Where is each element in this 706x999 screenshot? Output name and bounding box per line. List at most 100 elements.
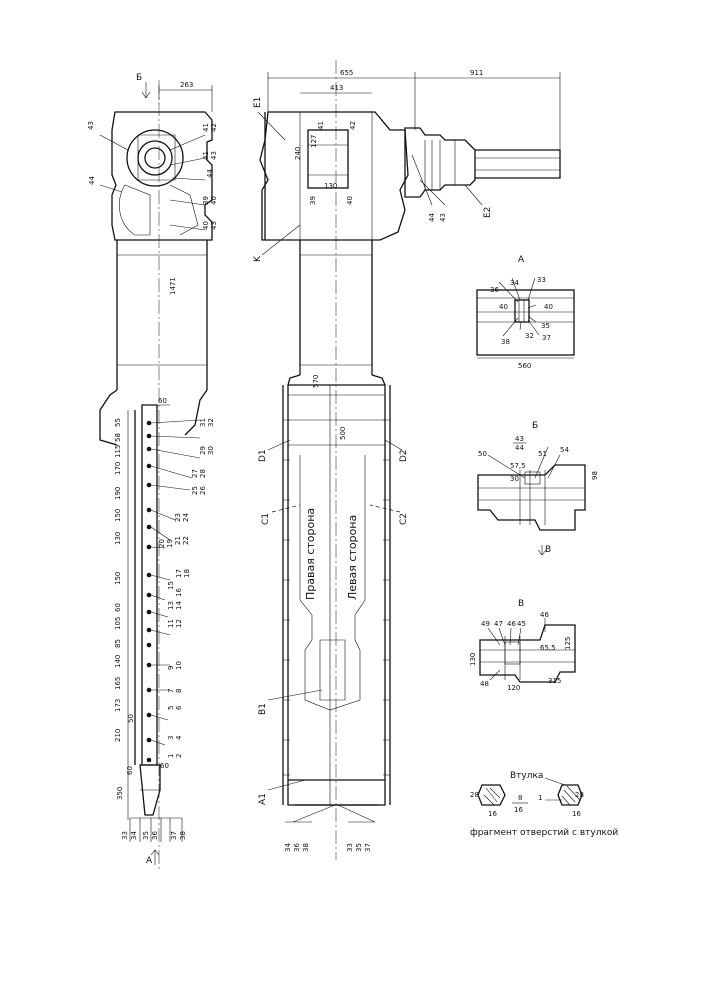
station-dim: 60 xyxy=(114,603,122,612)
right-side-text: Правая сторона xyxy=(304,508,317,600)
right-upper-column xyxy=(299,240,373,375)
left-dim-60a: 60 xyxy=(158,397,167,405)
left-lower-body xyxy=(141,404,158,766)
right-K-leader xyxy=(261,224,301,256)
right-lower-body xyxy=(287,384,386,806)
right-view: 655 911 413 240 127 130 41 42 39 40 44 4… xyxy=(253,60,561,860)
detail-B-44: 44 xyxy=(515,444,524,452)
detail-A-lines xyxy=(477,297,574,323)
detail-B-98: 98 xyxy=(591,471,599,480)
right-dim-500: 500 xyxy=(339,427,347,440)
detail-A-block xyxy=(514,299,530,323)
detail-V-bolt xyxy=(504,641,521,665)
station-top: 27 xyxy=(191,469,199,478)
right-label-K: K xyxy=(253,255,263,262)
station-bot: 26 xyxy=(199,486,207,495)
station-dim: 85 xyxy=(114,639,122,648)
bottom-label: 36 xyxy=(151,831,159,840)
right-top-dim-lines xyxy=(267,72,561,150)
right-label-B1: B1 xyxy=(258,703,268,715)
station-top: 7 xyxy=(167,689,175,693)
left-head-lobe-right xyxy=(169,184,199,236)
right-label-39: 39 xyxy=(309,196,317,205)
detail-V-655: 65,5 xyxy=(540,644,556,652)
station-top: 29 xyxy=(199,446,207,455)
right-dim-911: 911 xyxy=(470,69,483,77)
detail-A: A 34 33 36 40 40 35 38 32 37 560 xyxy=(476,255,575,370)
right-side-bolts xyxy=(283,419,390,776)
left-side-text: Левая сторона xyxy=(346,515,359,600)
detail-B: Б 43 44 50 51 54 57,5 30 98 В xyxy=(477,421,599,556)
detail-B-54: 54 xyxy=(560,446,569,454)
right-E1-leader xyxy=(257,111,286,141)
bottom-label: 35 xyxy=(142,831,150,840)
station-bot: 20 xyxy=(158,539,166,548)
left-label-41: 41 xyxy=(202,123,210,132)
right-head-window-lines xyxy=(308,144,348,176)
station-top: 9 xyxy=(167,666,175,670)
station-bot: 22 xyxy=(182,536,190,545)
right-bottom-label: 37 xyxy=(364,843,372,852)
detail-B-51: 51 xyxy=(538,450,547,458)
left-label-43: 43 xyxy=(87,121,95,130)
detail-V: В 49 47 46 45 46 48 65,5 125 120 315 130 xyxy=(469,599,576,692)
left-label-44: 44 xyxy=(88,176,96,185)
station-dim: 58 xyxy=(114,433,122,442)
detail-A-34: 34 xyxy=(510,279,519,287)
left-label-39: 39 xyxy=(202,196,210,205)
left-dim-60b: 60 xyxy=(160,762,169,770)
detail-A-38: 38 xyxy=(501,338,510,346)
right-dim-240: 240 xyxy=(294,147,302,160)
detail-B-title: Б xyxy=(532,421,538,431)
detail-A-36: 36 xyxy=(490,286,499,294)
bushing-28a: 28 xyxy=(470,791,479,799)
detail-A-block-lines xyxy=(518,300,525,322)
right-label-41: 41 xyxy=(317,121,325,130)
detail-V-125: 125 xyxy=(564,637,572,650)
bottom-label: 34 xyxy=(130,831,138,840)
station-bot: 6 xyxy=(175,705,183,710)
left-label-40b: 40 xyxy=(202,221,210,230)
left-transition-left xyxy=(99,389,118,446)
right-lower-bands xyxy=(288,394,385,446)
bushing-detail: Втулка 28 16 8 16 1 28 16 фрагмент отвер… xyxy=(470,771,618,838)
left-head-ring-mid xyxy=(137,140,173,176)
right-bottom-label: 33 xyxy=(346,843,354,852)
right-dim-655: 655 xyxy=(340,69,353,77)
detail-B-arrow-label: В xyxy=(545,545,551,555)
station-dim: 50 xyxy=(127,714,135,723)
detail-A-33: 33 xyxy=(537,276,546,284)
station-dim: 150 xyxy=(114,572,122,585)
right-dim-130: 130 xyxy=(324,182,337,190)
detail-A-title: A xyxy=(518,255,525,265)
station-dim: 210 xyxy=(114,729,122,742)
right-C2-leader xyxy=(369,504,401,513)
right-E2-leader xyxy=(464,184,483,206)
station-top: 21 xyxy=(174,536,182,545)
right-motor-fins xyxy=(424,140,456,190)
station-bot: 28 xyxy=(199,469,207,478)
right-label-E1: E1 xyxy=(253,97,263,108)
left-foot xyxy=(139,764,161,816)
station-top: 23 xyxy=(174,513,182,522)
left-head-leaders xyxy=(99,134,206,231)
right-bottom-label: 34 xyxy=(284,843,292,852)
right-label-C1: C1 xyxy=(261,513,271,525)
right-inner-block xyxy=(319,639,346,701)
right-label-A1: A1 xyxy=(258,793,268,805)
left-upper-column-bands xyxy=(117,254,207,366)
detail-B-50: 50 xyxy=(478,450,487,458)
left-upper-column xyxy=(116,240,208,390)
left-station-labels: 55 31 32 58 115 29 30 170 27 28 25 26 19… xyxy=(114,418,215,758)
bushing-16c: 16 xyxy=(572,810,581,818)
right-A1-leader xyxy=(267,779,306,791)
bushing-caption: фрагмент отверстий с втулкой xyxy=(470,828,618,838)
station-dim: 170 xyxy=(114,462,122,475)
detail-V-48: 48 xyxy=(480,680,489,688)
station-bot: 8 xyxy=(175,689,183,693)
station-bot: 30 xyxy=(207,446,215,455)
station-dim: 55 xyxy=(114,418,122,427)
right-motor-shaft-lines xyxy=(475,157,560,171)
detail-B-43: 43 xyxy=(515,435,524,443)
detail-V-315: 315 xyxy=(548,677,561,685)
